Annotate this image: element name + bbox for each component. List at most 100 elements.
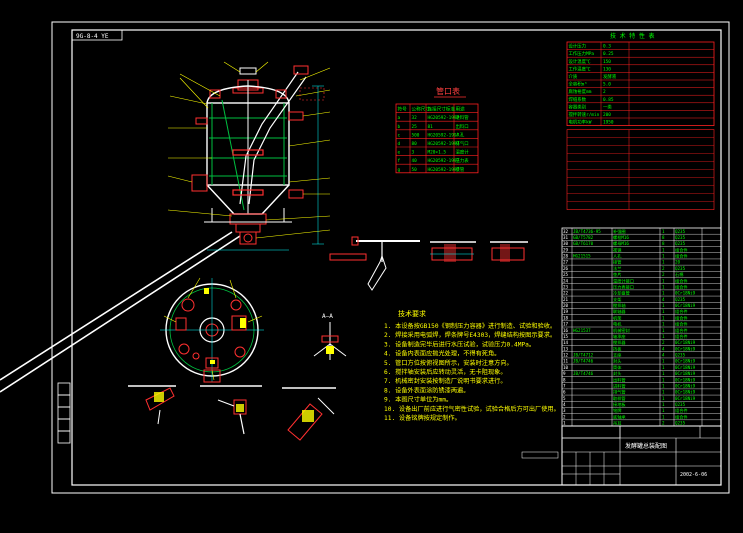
note-line: 3. 设备制造完毕后进行水压试验，试验压力0.4MPa。 xyxy=(384,340,535,348)
part-qty: 2 xyxy=(662,340,665,345)
part-no: 2 xyxy=(563,414,566,419)
part-name: 人孔 xyxy=(613,253,622,260)
part-name: 螺栓M16 xyxy=(613,234,629,241)
note-line: 5. 管口方位按俯视图所示，安装时注意方向。 xyxy=(384,359,513,367)
bottom-detail-left xyxy=(128,385,176,425)
part-no: 24 xyxy=(563,278,569,283)
nozzle-cell: HG20592-1997 xyxy=(428,141,460,147)
nozzle-cell: HG20592-1997 xyxy=(428,115,460,121)
part-no: 30 xyxy=(563,241,569,246)
tech-spec-label: 焊缝系数 xyxy=(569,96,587,103)
nozzle-cell: 温度计 xyxy=(456,149,470,156)
part-qty: 8 xyxy=(662,235,665,240)
part-material: Q235 xyxy=(675,229,686,234)
part-material: 组合件 xyxy=(675,277,688,284)
tech-spec-label: 全容积m³ xyxy=(569,81,587,88)
nozzle-cell: f xyxy=(398,158,401,164)
part-qty: 1 xyxy=(662,359,665,364)
part-material: 组合件 xyxy=(675,327,688,334)
part-material: 组合件 xyxy=(675,407,688,414)
nozzle-cell: d xyxy=(398,141,401,147)
tech-spec-label: 设计温度℃ xyxy=(569,58,592,65)
part-material: 0Cr18Ni9 xyxy=(675,390,696,395)
part-qty: 1 xyxy=(662,334,665,339)
part-qty: 2 xyxy=(662,266,665,271)
part-qty: 8 xyxy=(662,241,665,246)
plan-lugs xyxy=(204,288,246,364)
part-standard: HG21515 xyxy=(573,254,591,259)
part-qty: 1 xyxy=(662,383,665,388)
part-qty: 1 xyxy=(662,229,665,234)
pipe-detail-1 xyxy=(329,236,420,291)
part-material: 0Cr18Ni9 xyxy=(675,383,696,388)
nozzle-cell: 32 xyxy=(412,115,418,121)
part-name: 封头 xyxy=(613,358,621,365)
part-material: Q235 xyxy=(675,421,686,426)
tech-spec-value: 5.0 xyxy=(603,82,611,88)
nozzle-cell: 81 xyxy=(428,124,434,130)
nozzle-header-1: 公称尺寸 xyxy=(412,106,431,113)
part-no: 11 xyxy=(563,359,569,364)
title-block: 发酵罐总装配图 2002-6-06 xyxy=(521,425,722,486)
part-no: 21 xyxy=(563,297,569,302)
nozzle-cell: 排气口 xyxy=(456,140,469,147)
nozzle-cell: 80 xyxy=(412,141,418,147)
part-material: 0Cr18Ni9 xyxy=(675,396,696,401)
part-standard: GB/T5782 xyxy=(573,235,594,240)
tech-spec-label: 工作压力MPa xyxy=(569,50,595,57)
part-material: 石棉 xyxy=(675,271,683,278)
nozzle-cell: g xyxy=(398,168,401,173)
part-name: 温度计接口 xyxy=(613,277,634,284)
nozzle-cell: 500 xyxy=(412,132,420,138)
part-name: 垫片 xyxy=(613,271,621,278)
part-no: 25 xyxy=(563,272,569,277)
part-name: 压力表接口 xyxy=(613,283,634,290)
part-material: 组合件 xyxy=(675,253,688,260)
part-no: 22 xyxy=(563,291,569,296)
part-no: 1 xyxy=(563,421,566,426)
nozzle-cell: b xyxy=(398,124,401,130)
part-material: 0Cr18Ni9 xyxy=(675,303,696,308)
part-qty: 1 xyxy=(662,254,665,259)
part-no: 6 xyxy=(563,390,566,395)
part-name: 出料管 xyxy=(613,376,626,383)
plan-nozzles xyxy=(175,298,247,369)
part-qty: 4 xyxy=(662,346,665,351)
nozzle-cell: 40 xyxy=(412,158,418,164)
note-line: 1. 本设备按GB150《钢制压力容器》进行制造、试验和验收。 xyxy=(384,322,556,330)
note-line: 9. 本图尺寸单位为mm。 xyxy=(384,396,452,404)
nozzle-cell: 25 xyxy=(412,124,418,130)
part-qty: 1 xyxy=(662,303,665,308)
part-name: 螺母M16 xyxy=(613,240,629,247)
part-name: 支架 xyxy=(613,296,621,303)
vessel-front-view xyxy=(167,61,331,251)
part-qty: 1 xyxy=(662,247,665,252)
nozzle-header-0: 符号 xyxy=(398,106,408,113)
tech-spec-title: 技 术 特 性 表 xyxy=(610,32,654,40)
tech-spec-label: 设计压力 xyxy=(569,43,587,50)
part-material: 组合件 xyxy=(675,308,688,315)
part-material: 组合件 xyxy=(675,413,688,420)
diagonal-leader-lines xyxy=(0,231,241,393)
section-a-a: A—A xyxy=(313,313,347,360)
part-qty: 4 xyxy=(662,297,665,302)
part-material: 20 xyxy=(675,260,681,265)
part-name: 支座 xyxy=(613,352,621,359)
part-no: 32 xyxy=(563,229,569,234)
part-material: Q235 xyxy=(675,402,686,407)
part-qty: 1 xyxy=(662,371,665,376)
part-material: 组合件 xyxy=(675,283,688,290)
part-standard: HG21537 xyxy=(573,328,591,333)
part-leaders xyxy=(167,61,331,239)
part-name: 铭牌 xyxy=(613,407,621,414)
tech-spec-value: 150 xyxy=(603,59,611,65)
tech-spec-value: 0.85 xyxy=(603,97,614,103)
tech-spec-value: 200 xyxy=(603,112,611,118)
tech-spec-label: 搅拌转速r/min xyxy=(569,111,600,118)
part-qty: 1 xyxy=(662,315,665,320)
part-material: Q235 xyxy=(675,353,686,358)
part-name: 筒体 xyxy=(613,364,622,371)
part-name: 接地板 xyxy=(613,401,626,408)
